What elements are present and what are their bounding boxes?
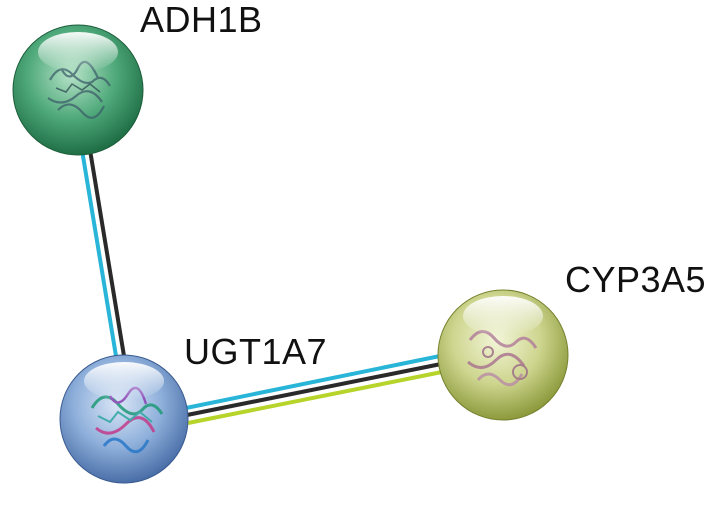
edge-evidence-line <box>186 362 442 417</box>
node-gloss <box>463 296 543 336</box>
edge-adh1b-ugt1a7[interactable] <box>80 149 126 357</box>
node-adh1b[interactable]: ADH1B <box>12 0 263 156</box>
edge-evidence-line <box>80 149 118 357</box>
edge-evidence-line <box>185 354 441 410</box>
node-ugt1a7[interactable]: UGT1A7 <box>59 331 327 484</box>
edge-ugt1a7-cyp3a5[interactable] <box>185 354 443 425</box>
node-cyp3a5[interactable]: CYP3A5 <box>437 259 706 421</box>
edge-evidence-line <box>187 370 443 425</box>
node-label-adh1b: ADH1B <box>140 0 263 40</box>
node-label-ugt1a7: UGT1A7 <box>184 331 327 372</box>
protein-structure-icon <box>47 60 111 119</box>
edge-evidence-line <box>88 149 126 357</box>
node-gloss <box>84 362 164 400</box>
node-label-cyp3a5: CYP3A5 <box>565 259 706 300</box>
node-gloss <box>38 32 118 72</box>
